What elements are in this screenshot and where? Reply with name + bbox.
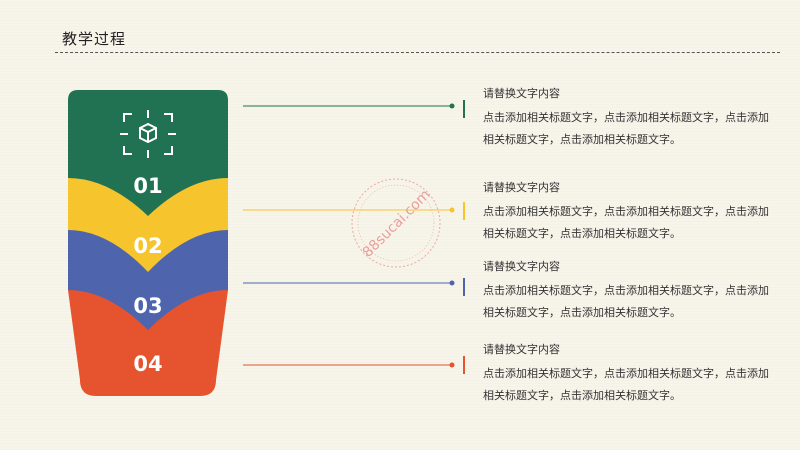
watermark-stamp: 88sucai.com xyxy=(351,178,441,268)
step-number-03: 03 xyxy=(133,294,163,318)
chevron-04 xyxy=(68,270,228,396)
title-divider xyxy=(55,52,780,53)
page-title: 教学过程 xyxy=(62,30,127,48)
connector-03 xyxy=(243,278,465,296)
connector-04 xyxy=(243,356,465,374)
step-body: 点击添加相关标题文字，点击添加相关标题文字，点击添加相关标题文字，点击添加相关标… xyxy=(483,284,769,319)
connector-01 xyxy=(243,100,465,118)
step-body: 点击添加相关标题文字，点击添加相关标题文字，点击添加相关标题文字，点击添加相关标… xyxy=(483,111,769,146)
step-number-04: 04 xyxy=(133,352,163,376)
step-body: 点击添加相关标题文字，点击添加相关标题文字，点击添加相关标题文字，点击添加相关标… xyxy=(483,205,769,240)
step-text-01: 请替换文字内容 点击添加相关标题文字，点击添加相关标题文字，点击添加相关标题文字… xyxy=(483,87,773,151)
watermark-text: 88sucai.com xyxy=(360,187,434,261)
step-heading: 请替换文字内容 xyxy=(483,181,560,194)
step-body: 点击添加相关标题文字，点击添加相关标题文字，点击添加相关标题文字，点击添加相关标… xyxy=(483,367,769,402)
step-heading: 请替换文字内容 xyxy=(483,87,560,100)
step-number-01: 01 xyxy=(133,174,163,198)
step-text-02: 请替换文字内容 点击添加相关标题文字，点击添加相关标题文字，点击添加相关标题文字… xyxy=(483,181,773,245)
step-number-02: 02 xyxy=(133,234,163,258)
focus-crosshair-icon xyxy=(120,110,176,158)
step-heading: 请替换文字内容 xyxy=(483,343,560,356)
connector-02 xyxy=(243,202,465,220)
chevron-stack-graphic xyxy=(68,90,228,396)
step-text-03: 请替换文字内容 点击添加相关标题文字，点击添加相关标题文字，点击添加相关标题文字… xyxy=(483,260,773,324)
step-text-04: 请替换文字内容 点击添加相关标题文字，点击添加相关标题文字，点击添加相关标题文字… xyxy=(483,343,773,407)
step-heading: 请替换文字内容 xyxy=(483,260,560,273)
